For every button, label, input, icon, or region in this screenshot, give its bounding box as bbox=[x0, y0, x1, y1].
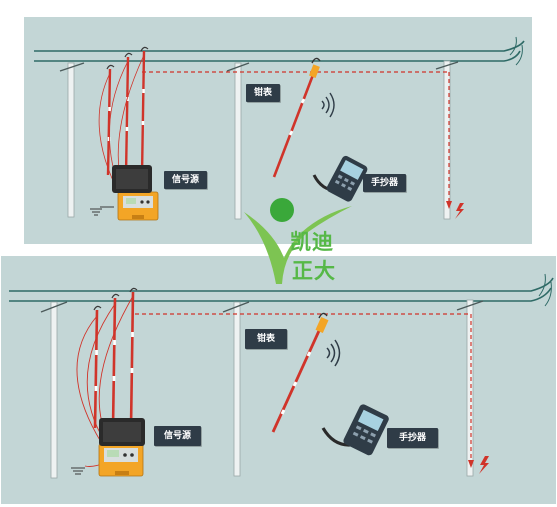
ground-icon bbox=[90, 206, 114, 216]
handheld-reader-label: 手抄器 bbox=[387, 428, 439, 448]
wireless-signal-icon bbox=[326, 339, 341, 367]
logo-text-line1: 凯迪 bbox=[290, 230, 334, 254]
clamp-meter-label: 钳表 bbox=[245, 329, 288, 349]
clamp-meter-icon bbox=[271, 312, 329, 433]
power-lines bbox=[9, 273, 554, 307]
pole-right bbox=[466, 299, 474, 477]
logo-text-line2: 正大 bbox=[292, 259, 336, 283]
signal-source-label: 信号源 bbox=[164, 171, 208, 189]
clamp-meter-label: 钳表 bbox=[246, 84, 281, 102]
pole-middle bbox=[233, 301, 241, 477]
logo-mark-icon bbox=[244, 198, 352, 284]
traced-cable-path bbox=[135, 313, 472, 464]
utility-poles bbox=[67, 60, 451, 220]
pole-left bbox=[50, 301, 58, 479]
power-lines bbox=[34, 36, 525, 66]
traced-cable-path bbox=[142, 71, 450, 205]
company-logo: 凯迪 正大 bbox=[238, 192, 358, 292]
fault-lightning-icon bbox=[455, 203, 464, 219]
utility-poles bbox=[50, 299, 474, 479]
handheld-reader-icon bbox=[321, 404, 389, 456]
pole-right bbox=[443, 60, 451, 220]
wireless-signal-icon bbox=[321, 92, 335, 118]
signal-source-icon bbox=[98, 418, 145, 477]
insulated-rods bbox=[93, 291, 135, 429]
fault-lightning-icon bbox=[479, 456, 489, 474]
top-diagram-drawing bbox=[34, 36, 525, 221]
ground-icon bbox=[71, 467, 85, 475]
bottom-diagram-drawing bbox=[9, 273, 554, 479]
pole-middle bbox=[234, 62, 242, 220]
handheld-reader-icon bbox=[312, 155, 368, 202]
insulated-rods bbox=[106, 50, 146, 176]
signal-source-label: 信号源 bbox=[154, 426, 202, 446]
clamp-meter-icon bbox=[272, 57, 321, 178]
signal-source-icon bbox=[112, 165, 159, 221]
bottom-diagram-panel: 钳表 手抄器 信号源 bbox=[1, 256, 556, 504]
pole-left bbox=[67, 62, 75, 218]
handheld-reader-label: 手抄器 bbox=[363, 174, 407, 192]
